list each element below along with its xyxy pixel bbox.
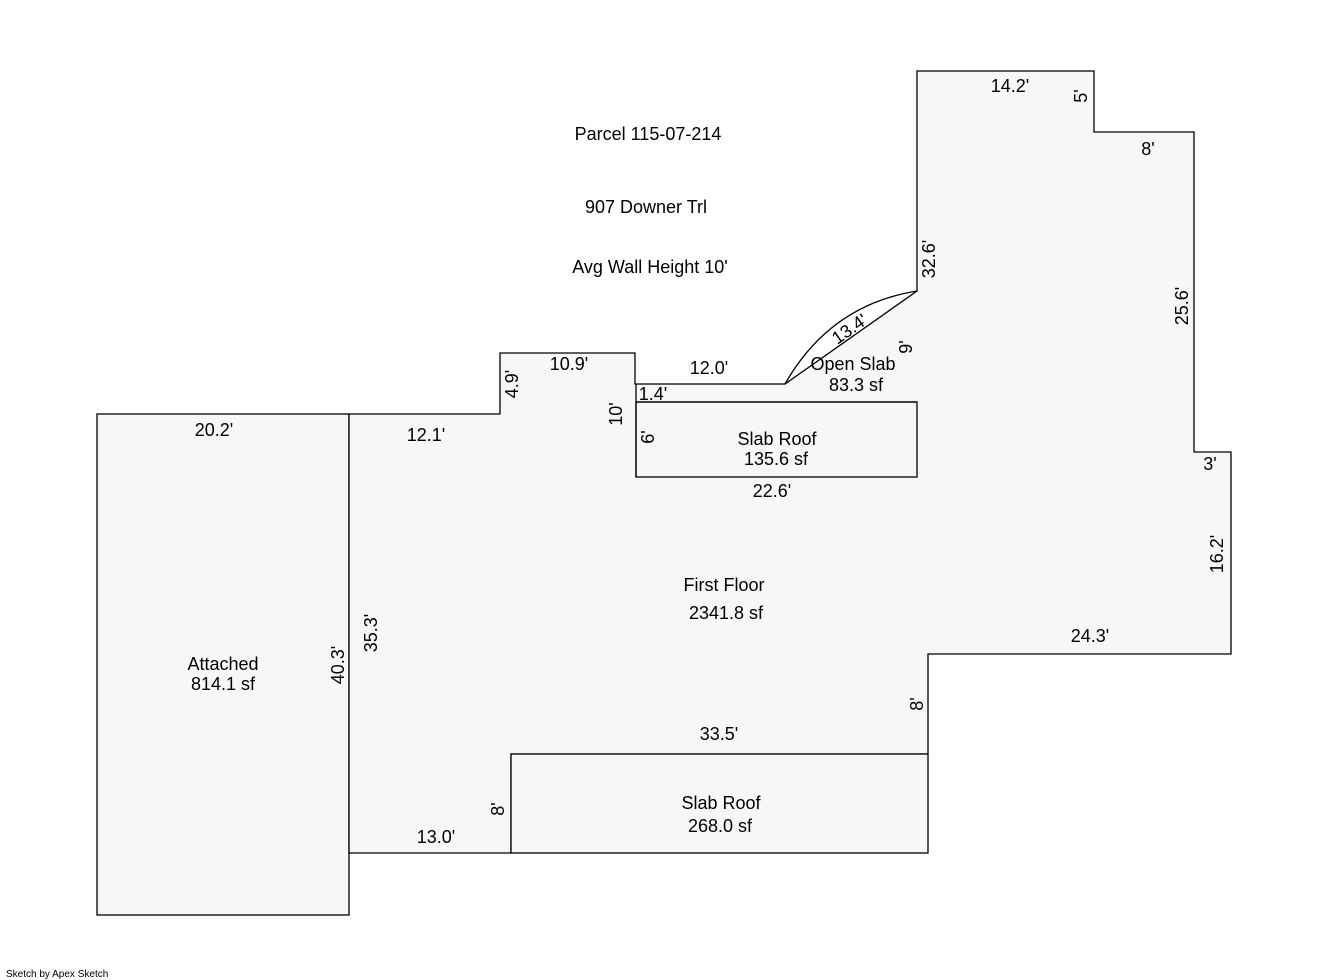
attached-size: 814.1 sf [191,674,256,694]
slab-roof-lower-name: Slab Roof [681,793,761,813]
dim-ff-top-left: 12.1' [407,425,445,445]
dim-bottom-right: 24.3' [1071,626,1109,646]
slab-roof-lower-size: 268.0 sf [688,816,753,836]
dim-inner-side: 10' [606,402,626,425]
slab-roof-lower-shape [510,753,929,854]
first-floor-name: First Floor [684,575,765,595]
dim-attached-side: 40.3' [328,646,348,684]
dim-slab-lower-side: 8' [488,802,508,815]
dim-small-step: 1.4' [639,384,667,404]
open-slab-arc [784,290,918,385]
dim-slab-lower-top: 33.5' [700,724,738,744]
dim-right-upper: 25.6' [1172,287,1192,325]
wall-height-label: Avg Wall Height 10' [572,257,728,277]
dim-attached-top: 20.2' [195,420,233,440]
dim-ff-bottom: 13.0' [417,827,455,847]
dim-open-slab-side: 9' [896,340,916,353]
dim-slab-upper-side: 6' [638,430,658,443]
dim-wing-left: 32.6' [919,240,939,278]
dim-wing-step-h: 8' [1141,139,1154,159]
sketch-credit: Sketch by Apex Sketch [6,969,108,980]
dim-wing-top: 14.2' [991,76,1029,96]
dim-slab-upper-bottom: 22.6' [753,481,791,501]
slab-roof-upper-size: 135.6 sf [744,449,809,469]
first-floor-size: 2341.8 sf [689,603,764,623]
address-label: 907 Downer Trl [585,197,707,217]
dim-open-slab-top: 12.0' [690,358,728,378]
parcel-label: Parcel 115-07-214 [575,124,722,144]
dim-wing-step-v: 5' [1071,89,1091,102]
open-slab-name: Open Slab [810,354,895,374]
dim-notch-side: 4.9' [502,370,522,398]
dim-notch-top: 10.9' [550,354,588,374]
slab-roof-upper-name: Slab Roof [737,429,817,449]
dim-bottom-step: 8' [907,697,927,710]
dim-ff-left: 35.3' [361,614,381,652]
attached-area-shape [96,413,350,916]
dim-right-step: 3' [1203,454,1216,474]
dim-right-lower: 16.2' [1207,535,1227,573]
open-slab-size: 83.3 sf [829,375,884,395]
attached-name: Attached [187,654,258,674]
